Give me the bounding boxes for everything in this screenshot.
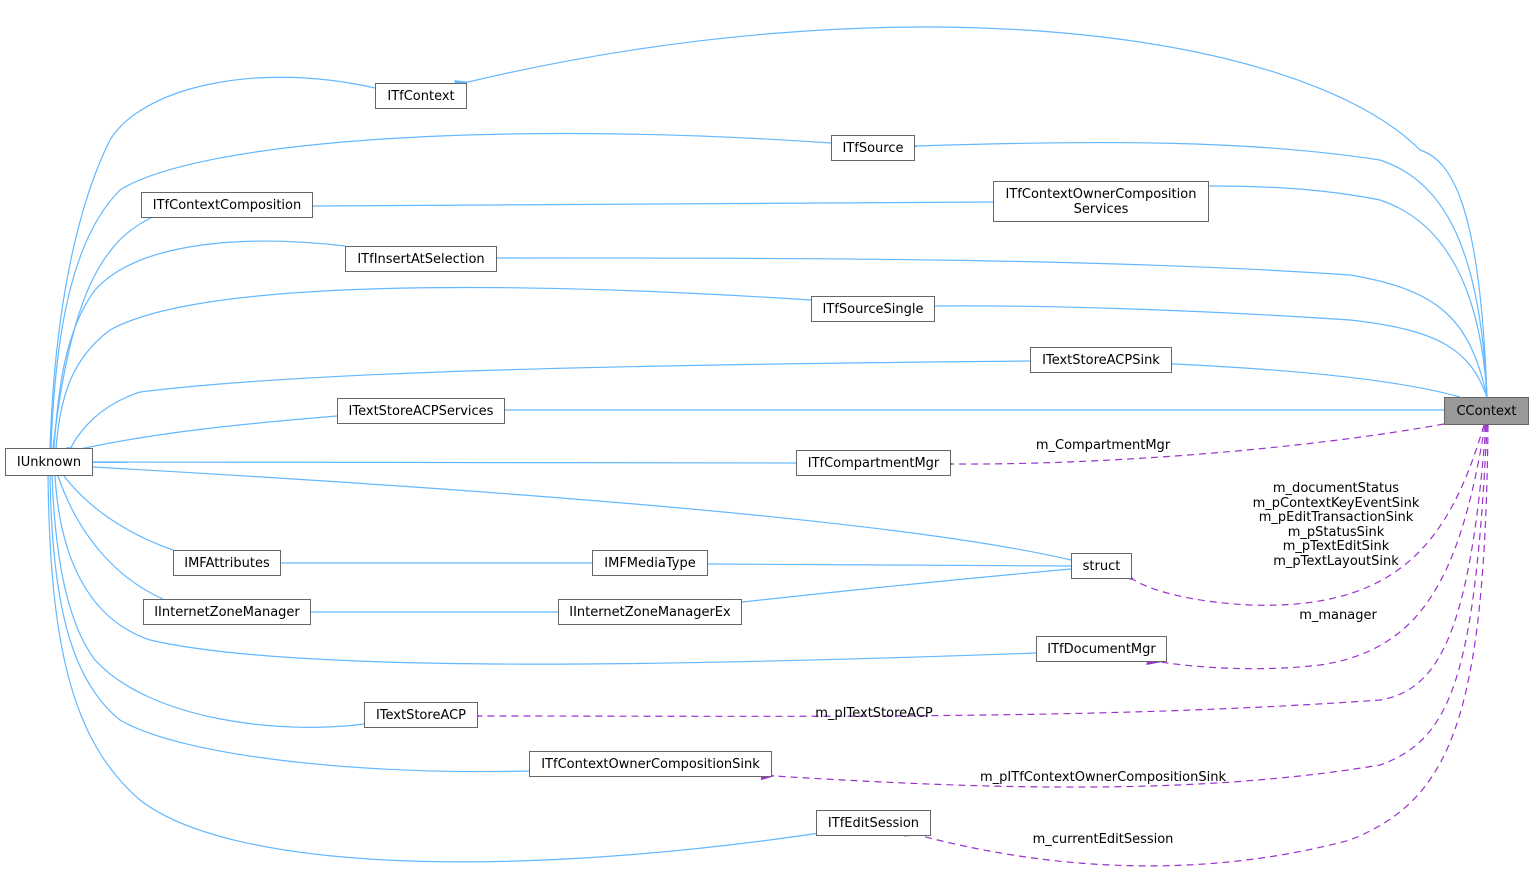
edge-ccontext-itfcontext (454, 26, 1488, 398)
edge-docmgr-iunknown (49, 462, 1037, 665)
edge-label-compartment: m_CompartmentMgr (1035, 438, 1171, 453)
node-itfeditsession[interactable]: ITfEditSession (816, 810, 931, 836)
edge-compartment-iunknown (79, 456, 797, 467)
edge-ccontext-sourcesingle (922, 301, 1488, 398)
node-itfinsertatselection[interactable]: ITfInsertAtSelection (345, 246, 497, 272)
edge-label-struct: m_documentStatus m_pContextKeyEventSink … (1252, 481, 1420, 569)
edge-izm-iunknown (49, 462, 164, 600)
node-itfcontext[interactable]: ITfContext (375, 83, 467, 109)
node-itfsourcesingle[interactable]: ITfSourceSingle (811, 296, 935, 322)
node-itfcontextcomposition[interactable]: ITfContextComposition (141, 192, 313, 218)
edge-ccontext-compartment (939, 423, 1445, 469)
edge-ctxcompos-iunknown (46, 215, 156, 462)
node-iinternetzonemanager[interactable]: IInternetZoneManager (143, 599, 311, 625)
edge-label-textstore: m_pITextStoreACP (815, 706, 933, 721)
edge-label-editsession: m_currentEditSession (1032, 832, 1174, 847)
node-itfcontextownercompositionservices[interactable]: ITfContextOwnerComposition Services (993, 181, 1209, 222)
edge-ccontext-editsession (904, 424, 1489, 867)
edge-label-ownersink: m_pITfContextOwnerCompositionSink (980, 770, 1226, 785)
edge-ownersink-iunknown (44, 462, 530, 773)
node-iinternetzonemanagerex[interactable]: IInternetZoneManagerEx (558, 599, 742, 625)
edge-acpsink-iunknown (59, 360, 1031, 463)
edge-struct-iunknown (79, 461, 1072, 561)
node-imfattributes[interactable]: IMFAttributes (173, 550, 281, 576)
edge-label-manager: m_manager (1299, 608, 1377, 623)
node-imfmediatype[interactable]: IMFMediaType (592, 550, 708, 576)
edge-ccontext-acpsink (1160, 358, 1461, 398)
edge-itfcontext-iunknown (44, 76, 376, 462)
edge-editsession-iunknown (42, 462, 821, 863)
edge-struct-izmex (729, 568, 1072, 609)
edge-textstore-iunknown (46, 462, 365, 728)
edge-ctxcomp-iunknown (301, 201, 994, 212)
node-itfcontextownercompositionsink[interactable]: ITfContextOwnerCompositionSink (529, 751, 772, 777)
node-itextstoreacp[interactable]: ITextStoreACP (364, 702, 478, 728)
edge-ccontext-ownercompsvc (1196, 180, 1488, 398)
edge-acpservices-iunknown (66, 415, 338, 457)
edge-itfsource-iunknown (45, 132, 832, 462)
node-itextstoreacpsink[interactable]: ITextStoreACPSink (1030, 347, 1172, 373)
edge-struct-imfmediatype (695, 558, 1072, 569)
edge-ccontext-itfsource (904, 141, 1488, 398)
node-struct[interactable]: struct (1071, 553, 1132, 579)
edge-insertat-iunknown (48, 240, 346, 462)
edge-imfattr-iunknown (52, 462, 174, 551)
node-itfsource[interactable]: ITfSource (831, 135, 915, 161)
edge-ccontext-docmgr (1146, 424, 1486, 670)
edge-ccontext-ownersink (760, 424, 1488, 788)
node-ccontext[interactable]: CContext (1444, 397, 1529, 425)
edge-ccontext-insertatsel (485, 252, 1488, 398)
edge-ccontext-struct (1120, 424, 1485, 606)
edge-sourcesingle-iunknown (49, 286, 812, 462)
node-iunknown[interactable]: IUnknown (5, 448, 93, 476)
node-itfdocumentmgr[interactable]: ITfDocumentMgr (1036, 636, 1167, 662)
node-itfcompartmentmgr[interactable]: ITfCompartmentMgr (796, 450, 951, 476)
node-itextstoreacpservices[interactable]: ITextStoreACPServices (337, 398, 505, 424)
